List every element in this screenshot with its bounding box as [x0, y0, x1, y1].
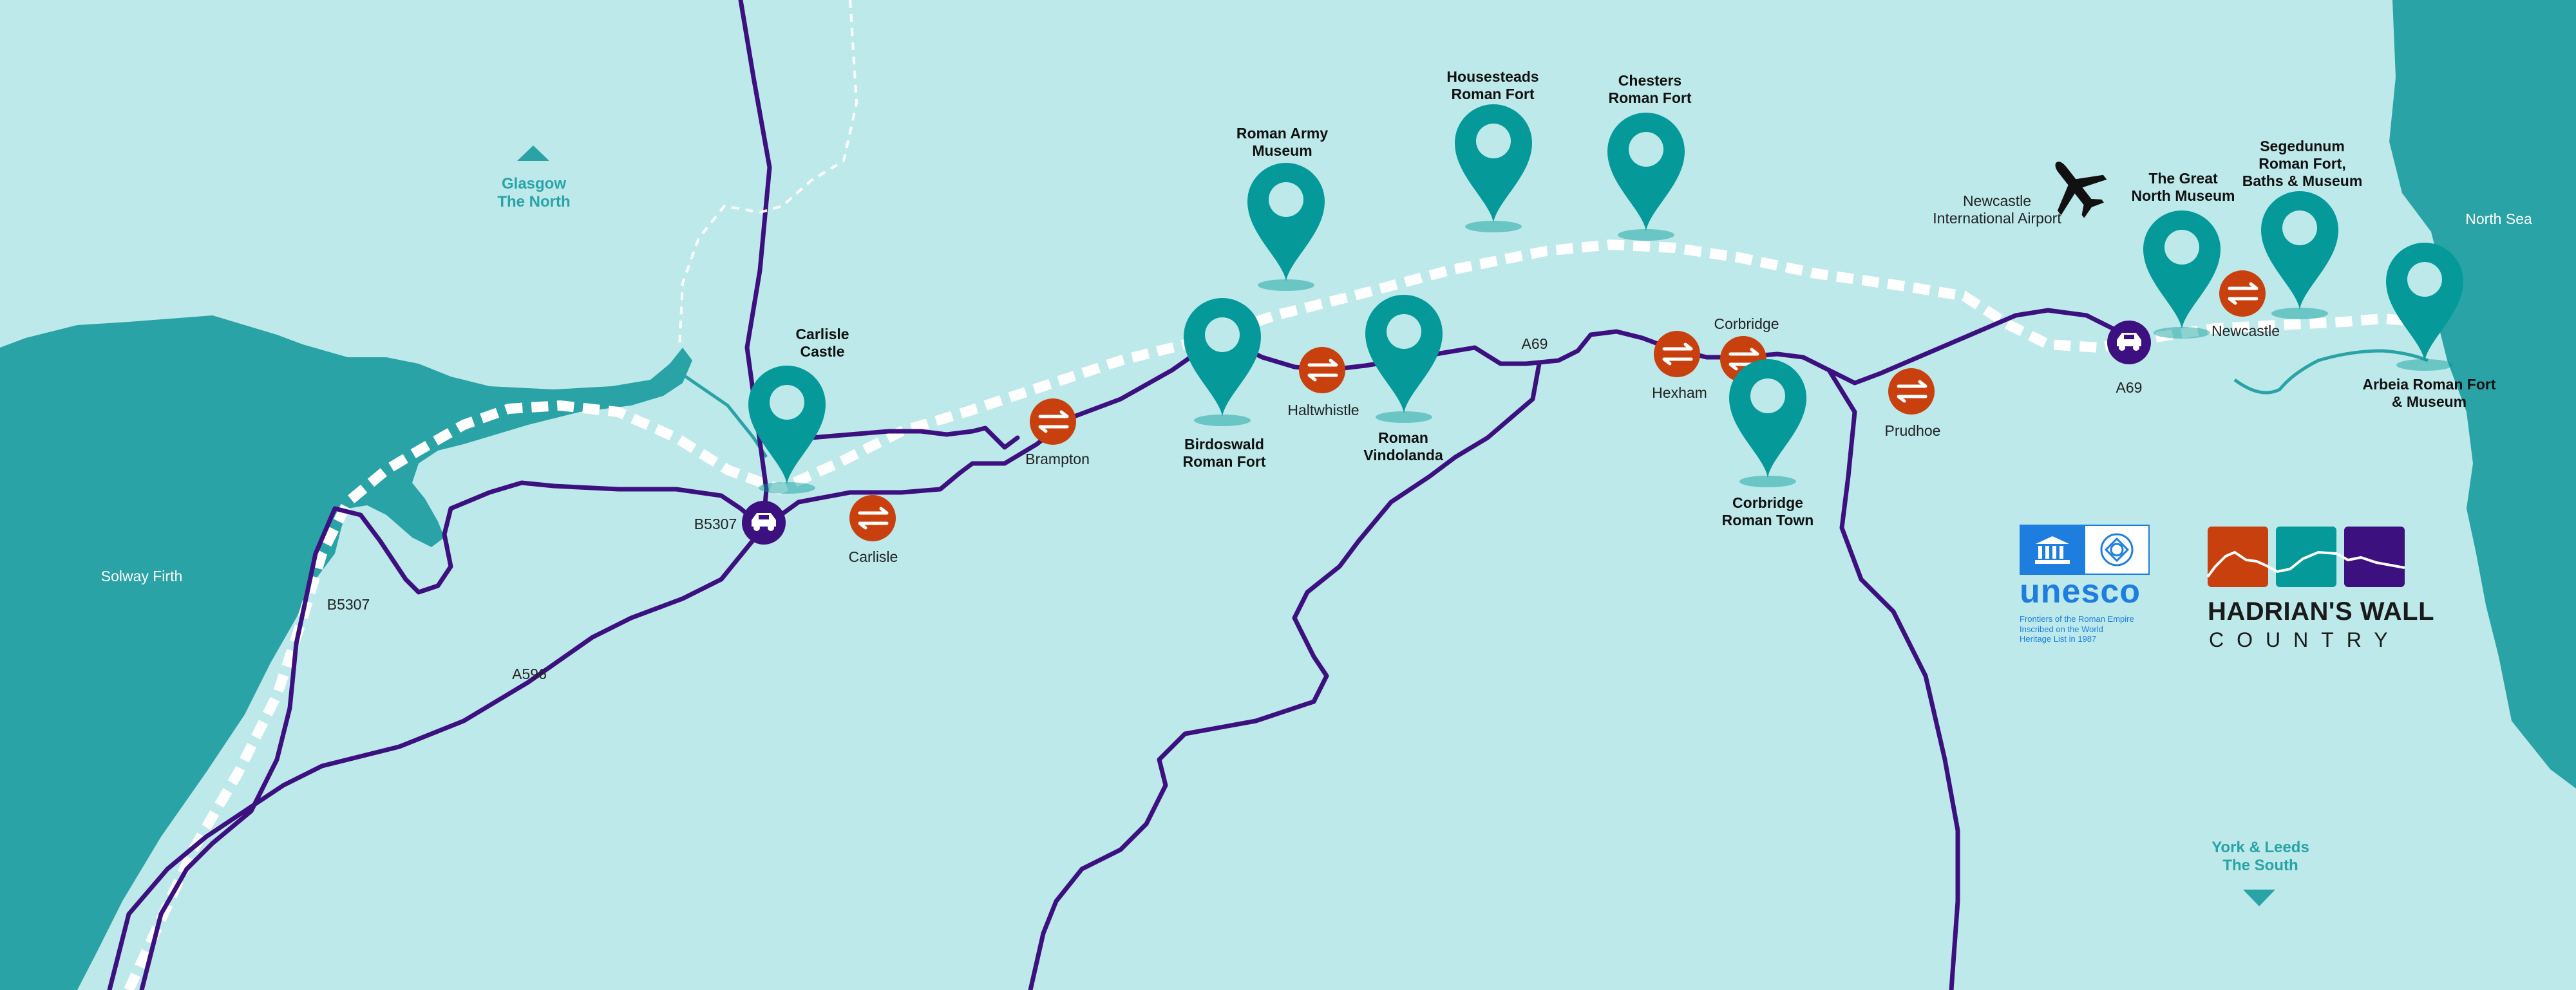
- east-coast-landmass: [2389, 0, 2576, 789]
- pin-icon-carlisle-castle[interactable]: [748, 366, 826, 494]
- unesco-wordmark: unesco: [2020, 573, 2141, 610]
- road-label-b5307-junction: B5307: [694, 516, 737, 532]
- station-label-prudhoe: Prudhoe: [1884, 422, 1941, 439]
- temple-icon: [2021, 526, 2084, 574]
- hadrians-wall-title: HADRIAN'S WALL: [2208, 597, 2435, 626]
- hadrians-wall-logo-tiles: [2206, 527, 2405, 587]
- world-heritage-icon: [2084, 526, 2148, 574]
- station-label-brampton: Brampton: [1025, 451, 1090, 467]
- car-icon-b5307: [742, 501, 786, 545]
- road-label-a596: A596: [512, 666, 547, 682]
- road-label-b5307: B5307: [327, 596, 370, 613]
- station-label-hexham: Hexham: [1652, 384, 1707, 401]
- northern-dashed-route: [678, 0, 858, 348]
- pin-icon-great-north-museum[interactable]: [2143, 210, 2221, 339]
- road-label-a69-mid: A69: [1521, 335, 1548, 352]
- rail-icon-hexham: [1654, 331, 1700, 377]
- plane-icon: [2055, 162, 2107, 218]
- pin-icon-housesteads[interactable]: [1455, 104, 1532, 232]
- pin-icon-vindolanda[interactable]: [1365, 295, 1443, 423]
- pin-icon-birdoswald[interactable]: [1184, 298, 1261, 426]
- road-network: [107, 0, 2134, 990]
- rail-icon-brampton: [1030, 398, 1076, 445]
- car-icon-a69: [2107, 321, 2151, 364]
- site-label-arbeia: Arbeia Roman Fort& Museum: [2362, 376, 2496, 411]
- pin-icon-segedunum[interactable]: [2261, 191, 2338, 319]
- station-label-carlisle: Carlisle: [848, 548, 898, 565]
- triangle-up-icon: [517, 145, 549, 161]
- station-label-haltwhistle: Haltwhistle: [1287, 402, 1359, 418]
- unesco-emblem: [2020, 525, 2150, 575]
- triangle-down-icon: [2243, 890, 2275, 906]
- rail-icon-prudhoe: [1888, 368, 1935, 415]
- place-label-solway-firth: Solway Firth: [100, 568, 183, 584]
- hadrians-wall-subtitle: COUNTRY: [2209, 628, 2401, 651]
- west-coast-landmass: [0, 315, 692, 990]
- pin-icon-chesters[interactable]: [1607, 113, 1685, 241]
- tyne-estuary: [2233, 349, 2429, 395]
- rail-icon-carlisle: [849, 495, 896, 541]
- pin-icon-corbridge-town[interactable]: [1729, 359, 1806, 487]
- rail-icon-newcastle: [2219, 270, 2266, 317]
- pin-icon-roman-army-museum[interactable]: [1247, 163, 1325, 291]
- road-label-a69-east: A69: [2116, 379, 2143, 396]
- place-label-north-sea: North Sea: [2465, 210, 2532, 227]
- station-label-newcastle: Newcastle: [2211, 322, 2280, 339]
- rail-icon-haltwhistle: [1299, 347, 1345, 393]
- station-label-corbridge: Corbridge: [1714, 315, 1779, 332]
